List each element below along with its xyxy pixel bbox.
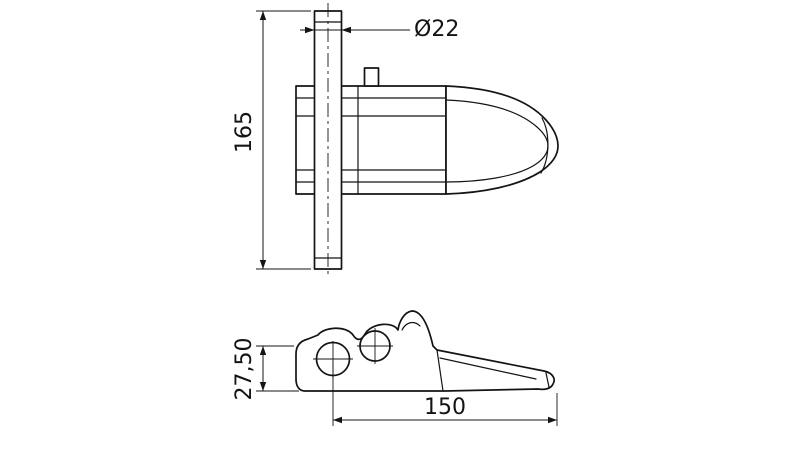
arrowhead-icon [333, 416, 342, 424]
jaw-joint-line [436, 349, 444, 392]
side-body-outline [295, 310, 555, 392]
pivot-hole-right [357, 328, 393, 364]
arrowhead-icon [259, 11, 267, 20]
dim-side-height: 27,50 [232, 338, 299, 401]
dim-length: 150 [332, 361, 558, 426]
dim-label-side-height: 27,50 [232, 338, 257, 401]
dim-label-diameter: Ø22 [414, 17, 459, 42]
dim-label-length: 150 [424, 395, 466, 420]
hook-inner-line [401, 321, 421, 331]
jaw-tip-line [545, 372, 550, 388]
dim-diameter: Ø22 [300, 17, 459, 42]
shaft [313, 3, 380, 277]
arrowhead-icon [548, 416, 557, 424]
shaft-knob [363, 67, 380, 87]
arrowhead-icon [341, 26, 351, 34]
clamp-jaw [445, 85, 559, 195]
jaw-outline [445, 85, 559, 195]
jaw-inner-line [439, 357, 537, 380]
dim-label-height: 165 [232, 111, 257, 153]
arrowhead-icon [259, 382, 267, 391]
arrowhead-icon [305, 26, 315, 34]
arrowhead-icon [259, 260, 267, 269]
jaw-tip-line [540, 117, 549, 174]
top-view: Ø22 165 [232, 3, 559, 277]
dim-height: 165 [232, 10, 311, 270]
arrowhead-icon [259, 346, 267, 355]
side-view: 27,50 150 [232, 310, 558, 426]
